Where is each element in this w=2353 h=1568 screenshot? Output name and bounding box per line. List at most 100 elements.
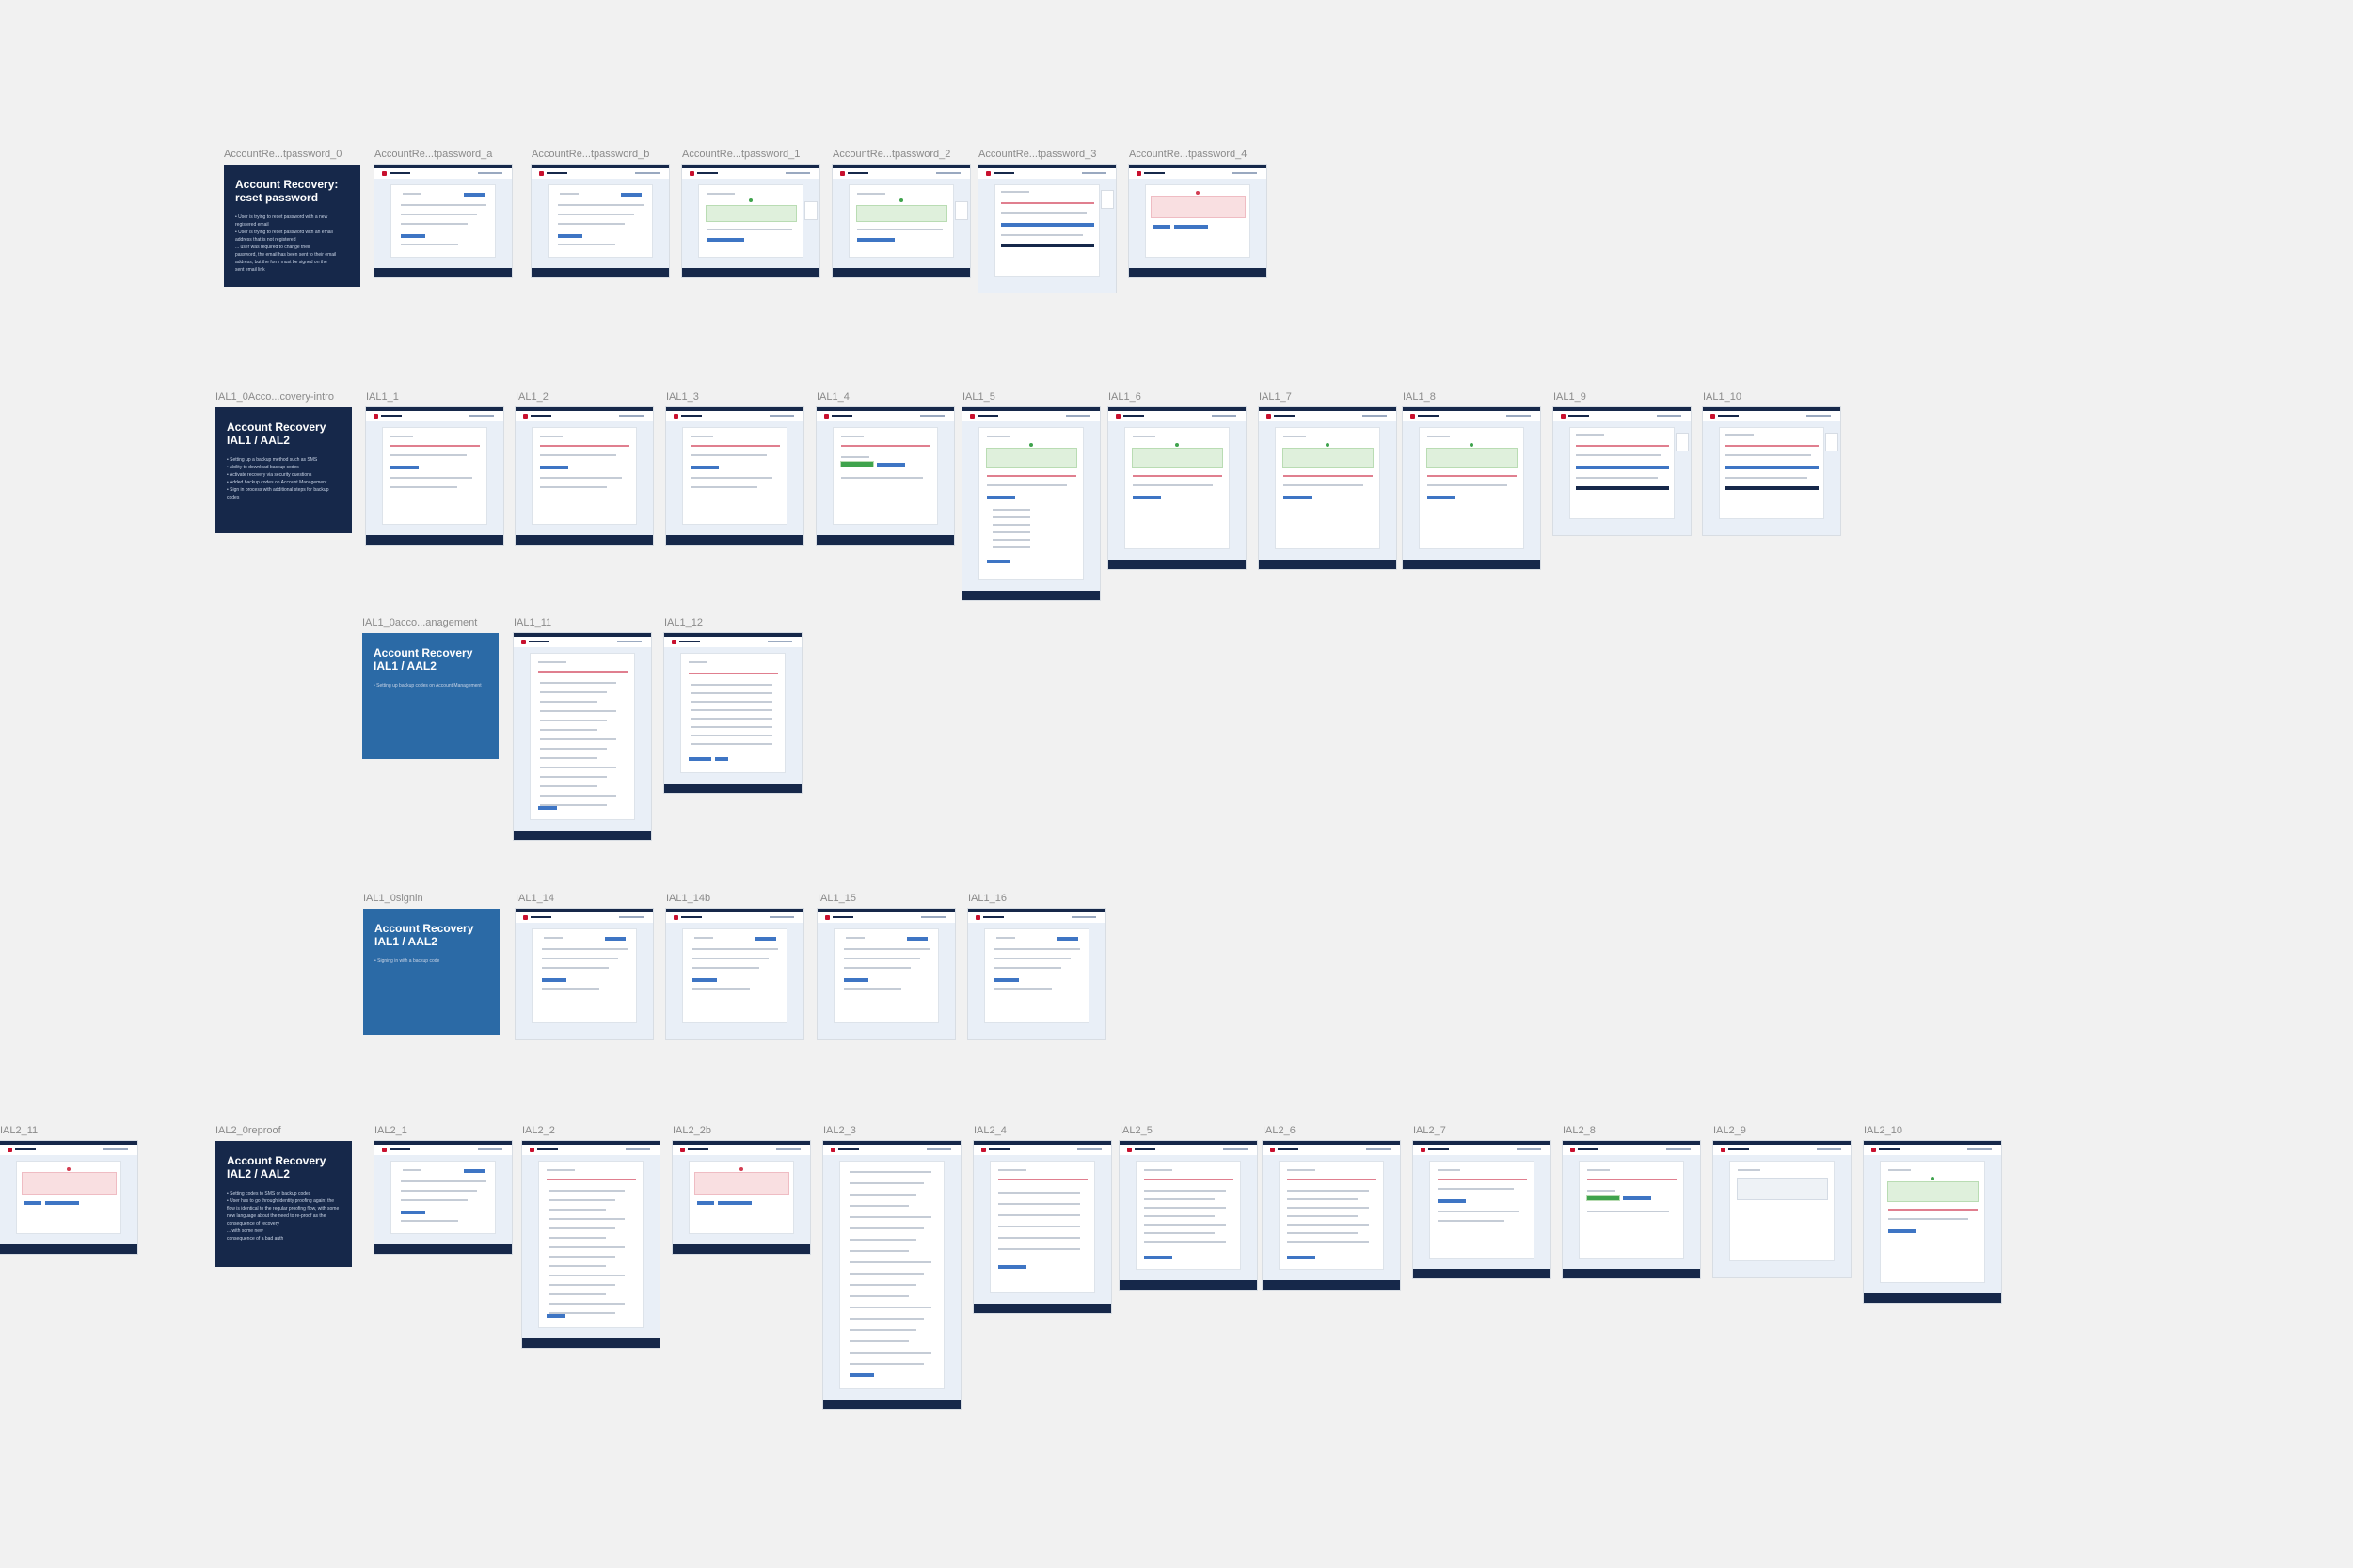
header-nav [786, 172, 810, 174]
intro-title: Account Recovery IAL1 / AAL2 [227, 420, 326, 447]
screen-frame[interactable]: IAL1_2 [516, 391, 653, 545]
frame-label[interactable]: IAL1_0signin [363, 893, 423, 904]
frame-label[interactable]: IAL2_5 [1120, 1125, 1153, 1136]
screen-frame[interactable]: IAL1_8 [1403, 391, 1540, 569]
frame-label[interactable]: IAL1_7 [1259, 391, 1292, 403]
frame-label[interactable]: IAL1_1 [366, 391, 399, 403]
frame-label[interactable]: IAL2_7 [1413, 1125, 1446, 1136]
header-nav [1077, 1148, 1102, 1150]
frame-label[interactable]: IAL2_8 [1563, 1125, 1596, 1136]
screen-frame[interactable]: IAL2_11 [0, 1125, 137, 1254]
frame-label[interactable]: IAL1_12 [664, 617, 703, 628]
screen-frame[interactable]: IAL2_7 [1413, 1125, 1550, 1278]
frame-label[interactable]: AccountRe...tpassword_b [532, 149, 650, 160]
content-line [548, 1312, 615, 1314]
frame-label[interactable]: IAL2_11 [0, 1125, 39, 1136]
content-line [690, 735, 772, 736]
screen-frame[interactable]: AccountRe...tpassword_1 [682, 149, 819, 277]
frame-label[interactable]: IAL2_4 [974, 1125, 1007, 1136]
frame-label[interactable]: AccountRe...tpassword_a [374, 149, 493, 160]
frame-label[interactable]: IAL2_0reproof [215, 1125, 281, 1136]
content-line [690, 466, 719, 469]
frame-label[interactable]: IAL1_0acco...anagement [362, 617, 478, 628]
frame-label[interactable]: IAL1_5 [962, 391, 995, 403]
content-line [537, 671, 628, 673]
brand-wordmark [679, 641, 700, 642]
frame-label[interactable]: IAL1_8 [1403, 391, 1436, 403]
screen-frame[interactable]: IAL1_1 [366, 391, 503, 545]
frame-label[interactable]: AccountRe...tpassword_0 [224, 149, 342, 160]
screen-frame[interactable]: AccountRe...tpassword_2 [833, 149, 970, 277]
frame-label[interactable]: AccountRe...tpassword_3 [978, 149, 1097, 160]
frame-label[interactable]: IAL2_6 [1263, 1125, 1296, 1136]
frame-label[interactable]: IAL2_1 [374, 1125, 407, 1136]
screen-frame[interactable]: AccountRe...tpassword_a [374, 149, 512, 277]
content-line [992, 516, 1030, 518]
frame-label[interactable]: IAL2_2b [673, 1125, 711, 1136]
screen-frame[interactable]: IAL2_2 [522, 1125, 660, 1348]
frame-label[interactable]: IAL1_6 [1108, 391, 1141, 403]
screen-frame[interactable]: IAL1_7 [1259, 391, 1396, 569]
frame-label[interactable]: IAL1_4 [817, 391, 850, 403]
header-nav [927, 1148, 951, 1150]
site-header [516, 912, 653, 923]
frame-label[interactable]: IAL1_10 [1703, 391, 1741, 403]
frame-label[interactable]: IAL1_15 [818, 893, 856, 904]
screen-frame[interactable]: IAL1_14b [666, 893, 803, 1039]
top-banner [366, 407, 503, 411]
screen-frame[interactable]: IAL1_4 [817, 391, 954, 545]
screen-frame[interactable]: IAL1_10 [1703, 391, 1840, 535]
frame-label[interactable]: IAL1_11 [514, 617, 552, 628]
frame-label[interactable]: IAL1_0Acco...covery-intro [215, 391, 334, 403]
screen-frame[interactable]: AccountRe...tpassword_b [532, 149, 669, 277]
brand-wordmark [983, 916, 1004, 918]
frame-label[interactable]: AccountRe...tpassword_2 [833, 149, 951, 160]
frame-label[interactable]: AccountRe...tpassword_4 [1129, 149, 1248, 160]
screen-frame[interactable]: IAL2_3 [823, 1125, 961, 1409]
frame-label[interactable]: IAL2_2 [522, 1125, 555, 1136]
screen-frame[interactable]: IAL1_6 [1108, 391, 1246, 569]
screen-frame[interactable]: IAL2_2b [673, 1125, 810, 1254]
frame-label[interactable]: IAL1_14 [516, 893, 554, 904]
top-banner [968, 909, 1105, 912]
screen-mockup [516, 909, 653, 1039]
screen-frame[interactable]: IAL1_14 [516, 893, 653, 1039]
frame-label[interactable]: IAL1_14b [666, 893, 711, 904]
frame-label[interactable]: IAL2_3 [823, 1125, 856, 1136]
content-line [1132, 484, 1213, 486]
screen-frame[interactable]: IAL1_16 [968, 893, 1105, 1039]
screen-frame[interactable]: IAL2_5 [1120, 1125, 1257, 1290]
frame-label[interactable]: AccountRe...tpassword_1 [682, 149, 801, 160]
content-line [1575, 445, 1669, 447]
frame-label[interactable]: IAL1_9 [1553, 391, 1586, 403]
screen-frame[interactable]: IAL1_3 [666, 391, 803, 545]
sidebar-note [1826, 434, 1837, 451]
screen-frame[interactable]: IAL1_9 [1553, 391, 1691, 535]
site-footer [962, 591, 1100, 600]
screen-frame[interactable]: IAL2_8 [1563, 1125, 1700, 1278]
screen-frame[interactable]: IAL2_4 [974, 1125, 1111, 1313]
screen-frame[interactable]: IAL1_11 [514, 617, 651, 840]
content-line [849, 1273, 924, 1275]
frame-label[interactable]: IAL1_2 [516, 391, 549, 403]
screen-frame[interactable]: AccountRe...tpassword_4 [1129, 149, 1266, 277]
screen-frame[interactable]: AccountRe...tpassword_3 [978, 149, 1116, 293]
brand-wordmark [1568, 415, 1589, 417]
content-line [755, 937, 776, 941]
screen-frame[interactable]: IAL1_12 [664, 617, 802, 793]
frame-label[interactable]: IAL2_9 [1713, 1125, 1746, 1136]
screen-frame[interactable]: IAL2_9 [1713, 1125, 1851, 1277]
frame-label[interactable]: IAL1_16 [968, 893, 1007, 904]
frame-label[interactable]: IAL2_10 [1864, 1125, 1902, 1136]
screen-frame[interactable]: IAL1_5 [962, 391, 1100, 600]
screen-frame[interactable]: IAL2_6 [1263, 1125, 1400, 1290]
screen-frame[interactable]: IAL2_1 [374, 1125, 512, 1254]
screen-frame[interactable]: IAL1_15 [818, 893, 955, 1039]
frame-label[interactable]: IAL1_3 [666, 391, 699, 403]
screen-frame[interactable]: IAL2_10 [1864, 1125, 2001, 1303]
